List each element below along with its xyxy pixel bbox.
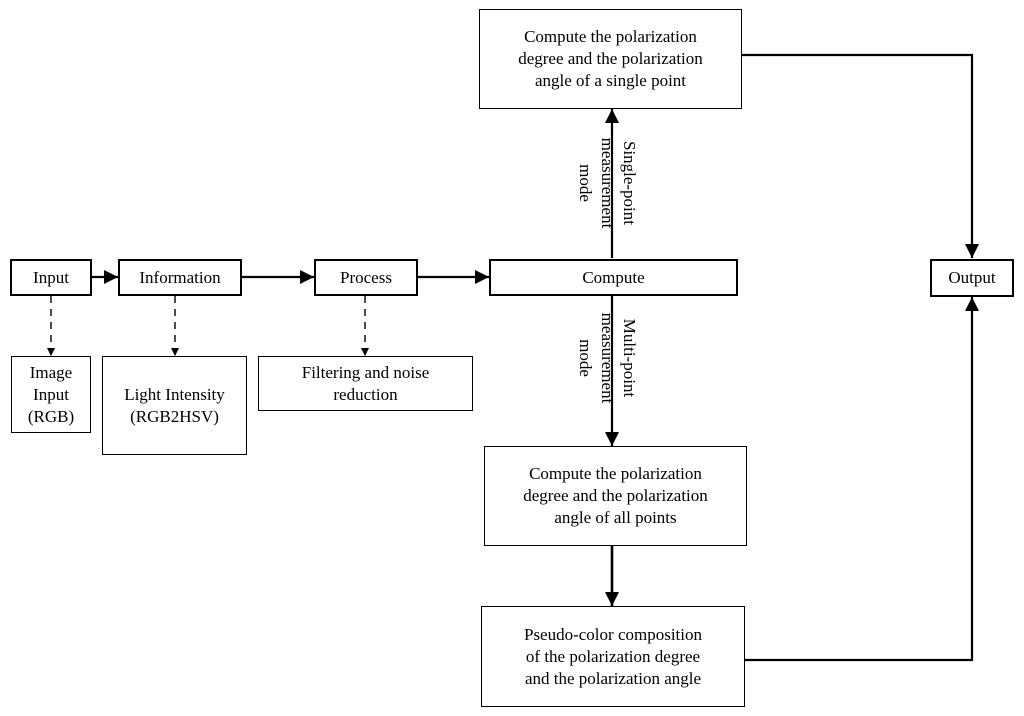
input-node-label: Input: [33, 267, 69, 287]
information-node-label: Information: [139, 267, 221, 287]
single-point-mode-label: Single-point measurement mode: [576, 137, 639, 229]
image-input-node: Image Input (RGB): [11, 356, 91, 433]
image-input-node-label: Image Input (RGB): [27, 362, 75, 426]
filtering-node: Filtering and noise reduction: [258, 356, 473, 411]
light-intensity-node-label: Light Intensity (RGB2HSV): [124, 384, 225, 426]
compute-node-label: Compute: [582, 267, 645, 287]
all-points-node: Compute the polarization degree and the …: [484, 446, 747, 546]
multi-point-mode-label: Multi-point measurement mode: [576, 312, 639, 404]
light-intensity-node: Light Intensity (RGB2HSV): [102, 356, 247, 455]
single-point-node: Compute the polarization degree and the …: [479, 9, 742, 109]
output-node: Output: [930, 259, 1014, 297]
arrow-pseudo-color-to-output: [745, 297, 979, 662]
single-point-node-label: Compute the polarization degree and the …: [518, 27, 703, 90]
output-node-label: Output: [948, 268, 996, 287]
compute-node: Compute: [489, 259, 738, 296]
input-node: Input: [10, 259, 92, 296]
process-node: Process: [314, 259, 418, 296]
information-node: Information: [118, 259, 242, 296]
arrow-single-point-to-output: [742, 53, 979, 258]
pseudo-color-node: Pseudo-color composition of the polariza…: [481, 606, 745, 707]
pseudo-color-node-label: Pseudo-color composition of the polariza…: [523, 624, 702, 688]
filtering-node-label: Filtering and noise reduction: [301, 362, 430, 404]
all-points-node-label: Compute the polarization degree and the …: [523, 464, 708, 527]
process-node-label: Process: [340, 267, 392, 287]
